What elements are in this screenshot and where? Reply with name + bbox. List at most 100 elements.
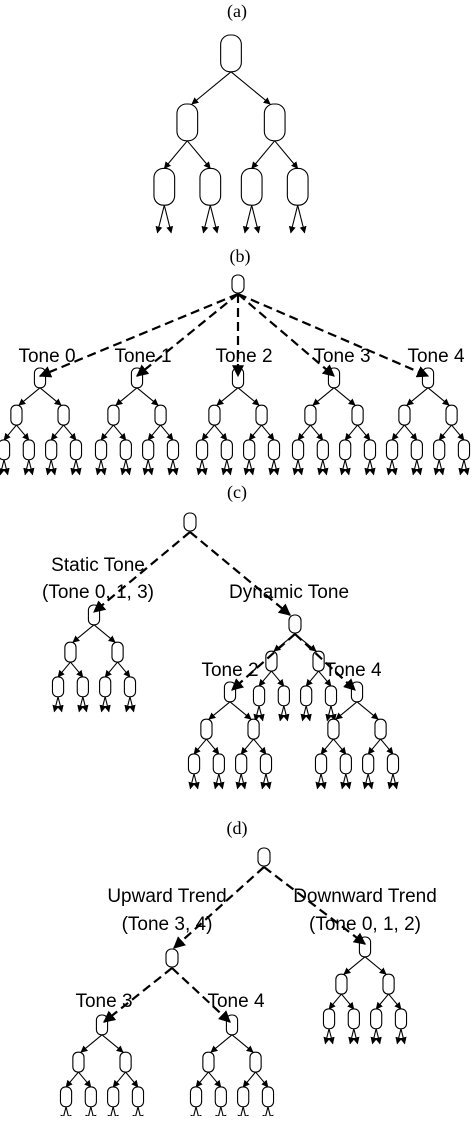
tree-edge	[74, 459, 82, 476]
tree-edge	[215, 1106, 223, 1121]
tree-node	[10, 404, 23, 426]
tree-node	[362, 753, 375, 775]
tree-edge	[72, 624, 95, 643]
tree-node	[220, 34, 242, 73]
tree-edge	[117, 661, 131, 678]
tree-edge	[191, 71, 232, 105]
tree-node	[199, 167, 222, 206]
tree-node	[176, 103, 199, 142]
tree-node	[335, 973, 348, 995]
tree-edge	[391, 424, 405, 441]
tree-edge	[163, 205, 174, 234]
tree-edge	[99, 459, 107, 476]
tree-edge	[251, 140, 276, 169]
tree-node	[370, 1008, 383, 1030]
tree-edge	[221, 459, 229, 476]
tree-node	[189, 1086, 203, 1108]
tree-node	[347, 1008, 360, 1030]
tree-node	[237, 1086, 250, 1108]
tree-node	[208, 404, 221, 426]
tree-node	[51, 676, 65, 698]
tree-node	[220, 439, 233, 461]
tree-node	[259, 753, 273, 775]
tree-node	[445, 404, 458, 426]
tree-edge	[318, 670, 332, 687]
tree-edge	[70, 661, 84, 678]
tree-node	[339, 439, 352, 461]
tree-edge	[113, 424, 127, 441]
tree-edge	[201, 205, 211, 234]
tree-node	[231, 274, 245, 294]
tree-edge	[230, 71, 271, 105]
tree-edge	[142, 459, 150, 476]
tree-edge	[260, 773, 268, 790]
tone-split-arrow	[93, 531, 191, 613]
tree-edge	[213, 773, 221, 790]
tree-edge	[282, 705, 290, 722]
tree-edge	[391, 773, 399, 790]
tree-edge	[16, 424, 30, 441]
tree-edge	[388, 993, 402, 1010]
tree-node	[267, 439, 281, 461]
tree-edge	[297, 205, 307, 234]
tree-edge	[348, 1028, 356, 1045]
tree-node	[202, 1051, 215, 1073]
tree-node	[95, 1014, 109, 1036]
tree-node	[142, 439, 155, 461]
tree-edge	[274, 140, 299, 169]
tree-node	[433, 439, 446, 461]
tree-node	[314, 753, 328, 775]
tree-edge	[333, 387, 356, 406]
tone-3-label: Tone 3	[313, 346, 370, 367]
tree-edge	[201, 424, 215, 441]
tree-node	[247, 718, 260, 740]
tree-edge	[78, 1071, 92, 1088]
tree-edge	[57, 661, 71, 678]
tree-node	[107, 1086, 120, 1108]
tree-edge	[458, 459, 466, 476]
tree-node	[131, 1086, 145, 1108]
tree-edge	[115, 387, 138, 406]
tree-edge	[380, 738, 394, 755]
tree-node	[240, 167, 263, 206]
tree-node	[286, 167, 309, 206]
tree-edge	[319, 773, 327, 790]
tree-node	[421, 367, 435, 389]
tree-edge	[56, 696, 64, 713]
tree-edge	[317, 459, 325, 476]
tree-node	[119, 439, 132, 461]
tree-node	[235, 753, 248, 775]
tree-edge	[136, 387, 159, 406]
tree-edge	[362, 773, 370, 790]
tree-edge	[210, 1034, 233, 1053]
tree-node	[69, 439, 83, 461]
tree-edge	[395, 1028, 403, 1045]
tree-edge	[229, 701, 252, 720]
tree-edge	[219, 1106, 227, 1121]
tree-edge	[243, 459, 251, 476]
tree-edge	[370, 1028, 378, 1045]
tree-edge	[296, 459, 304, 476]
tree-node	[200, 718, 213, 740]
tone-2-label: Tone 2	[215, 346, 272, 367]
tree-node	[130, 367, 144, 389]
tree-node	[0, 439, 11, 461]
tree-edge	[248, 424, 262, 441]
tree-edge	[103, 696, 111, 713]
tree-edge	[242, 205, 253, 234]
tree-edge	[63, 424, 77, 441]
upward-tone-4-label: Tone 4	[207, 991, 264, 1012]
tree-node	[154, 404, 167, 426]
tree-node	[64, 641, 77, 663]
upward-tone-3-label: Tone 3	[75, 991, 132, 1012]
tree-node	[22, 439, 35, 461]
tree-node	[119, 1051, 132, 1073]
tree-edge	[438, 424, 452, 441]
tree-node	[363, 439, 377, 461]
dynamic-tone-label: Dynamic Tone	[229, 582, 349, 603]
tree-edge	[99, 696, 107, 713]
panel-d-caption: (d)	[227, 818, 248, 839]
tree-edge	[253, 738, 267, 755]
tree-edge	[107, 1106, 115, 1121]
